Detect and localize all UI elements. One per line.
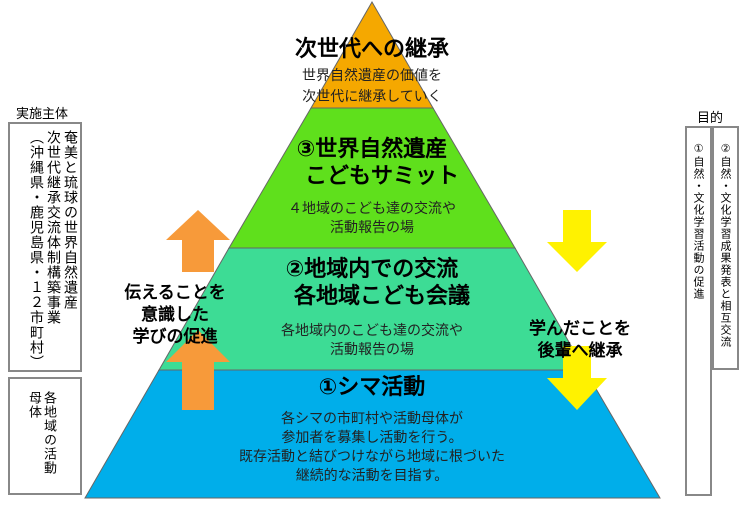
purpose-heading: 目的 <box>697 111 724 126</box>
up-arrow-lower <box>166 330 230 410</box>
label-line: 後輩へ継承 <box>537 341 623 361</box>
title-line: こどもサミット <box>304 164 459 189</box>
down-arrow-lower <box>547 346 607 410</box>
implementer-box-1: 奄美と琉球の世界自然遺産 次世代継承交流体制構築事業 （沖縄県・鹿児島県・１２市… <box>8 122 82 372</box>
title-line: 各地域こども会議 <box>293 284 470 309</box>
box-line: 各地域の活動母体 <box>26 391 56 475</box>
level2-title: ②地域内での交流 各地域こども会議 <box>232 256 512 310</box>
desc-line: 各シマの市町村や活動母体が <box>281 411 463 427</box>
top-desc: 世界自然遺産の価値を 次世代に継承していく <box>272 66 472 108</box>
box-line: 奄美と琉球の世界自然遺産 <box>62 130 78 310</box>
level1-desc: 各シマの市町村や活動母体が 参加者を募集し活動を行う。 既存活動と結びつけながら… <box>202 410 542 486</box>
desc-line: 各地域内のこども達の交流や <box>281 323 463 339</box>
desc-line: 参加者を募集し活動を行う。 <box>281 430 463 446</box>
desc-line: 継続的な活動を目指す。 <box>295 468 449 484</box>
desc-line: 活動報告の場 <box>330 220 414 236</box>
implementer-box-2: 各地域の活動母体 <box>8 377 82 495</box>
desc-line: 世界自然遺産の価値を <box>302 68 442 84</box>
up-arrow-upper <box>166 210 230 272</box>
implementer-heading: 実施主体 <box>16 107 69 122</box>
label-line: 意識した <box>141 305 209 325</box>
desc-line: 活動報告の場 <box>330 342 414 358</box>
label-line: 伝えることを <box>124 283 226 303</box>
desc-line: ４地域のこども達の交流や <box>288 201 456 217</box>
title-line: ③世界自然遺産 <box>296 137 448 162</box>
level1-title: ①シマ活動 <box>318 375 426 400</box>
desc-line: 既存活動と結びつけながら地域に根づいた <box>239 449 505 465</box>
level2-desc: 各地域内のこども達の交流や 活動報告の場 <box>232 322 512 360</box>
label-line: 学んだことを <box>529 319 631 339</box>
right-label: 学んだことを 後輩へ継承 <box>515 318 645 362</box>
left-label: 伝えることを 意識した 学びの促進 <box>110 282 240 348</box>
title-line: ②地域内での交流 <box>285 257 459 282</box>
label-line: 学びの促進 <box>132 327 218 347</box>
level3-title: ③世界自然遺産 こどもサミット <box>252 136 492 190</box>
desc-line: 次世代に継承していく <box>302 89 442 105</box>
level3-desc: ４地域のこども達の交流や 活動報告の場 <box>252 200 492 238</box>
pyramid-top <box>310 0 434 109</box>
box-line: 次世代継承交流体制構築事業 <box>45 130 61 325</box>
box-line: （沖縄県・鹿児島県・１２市町村） <box>28 130 44 370</box>
top-title: 次世代への継承 <box>294 37 449 62</box>
down-arrow-upper <box>547 210 607 272</box>
purpose-box-1: ①自然・文化学習活動の促進 <box>685 126 712 496</box>
purpose-box-2: ②自然・文化学習成果発表と相互交流 <box>712 126 739 370</box>
